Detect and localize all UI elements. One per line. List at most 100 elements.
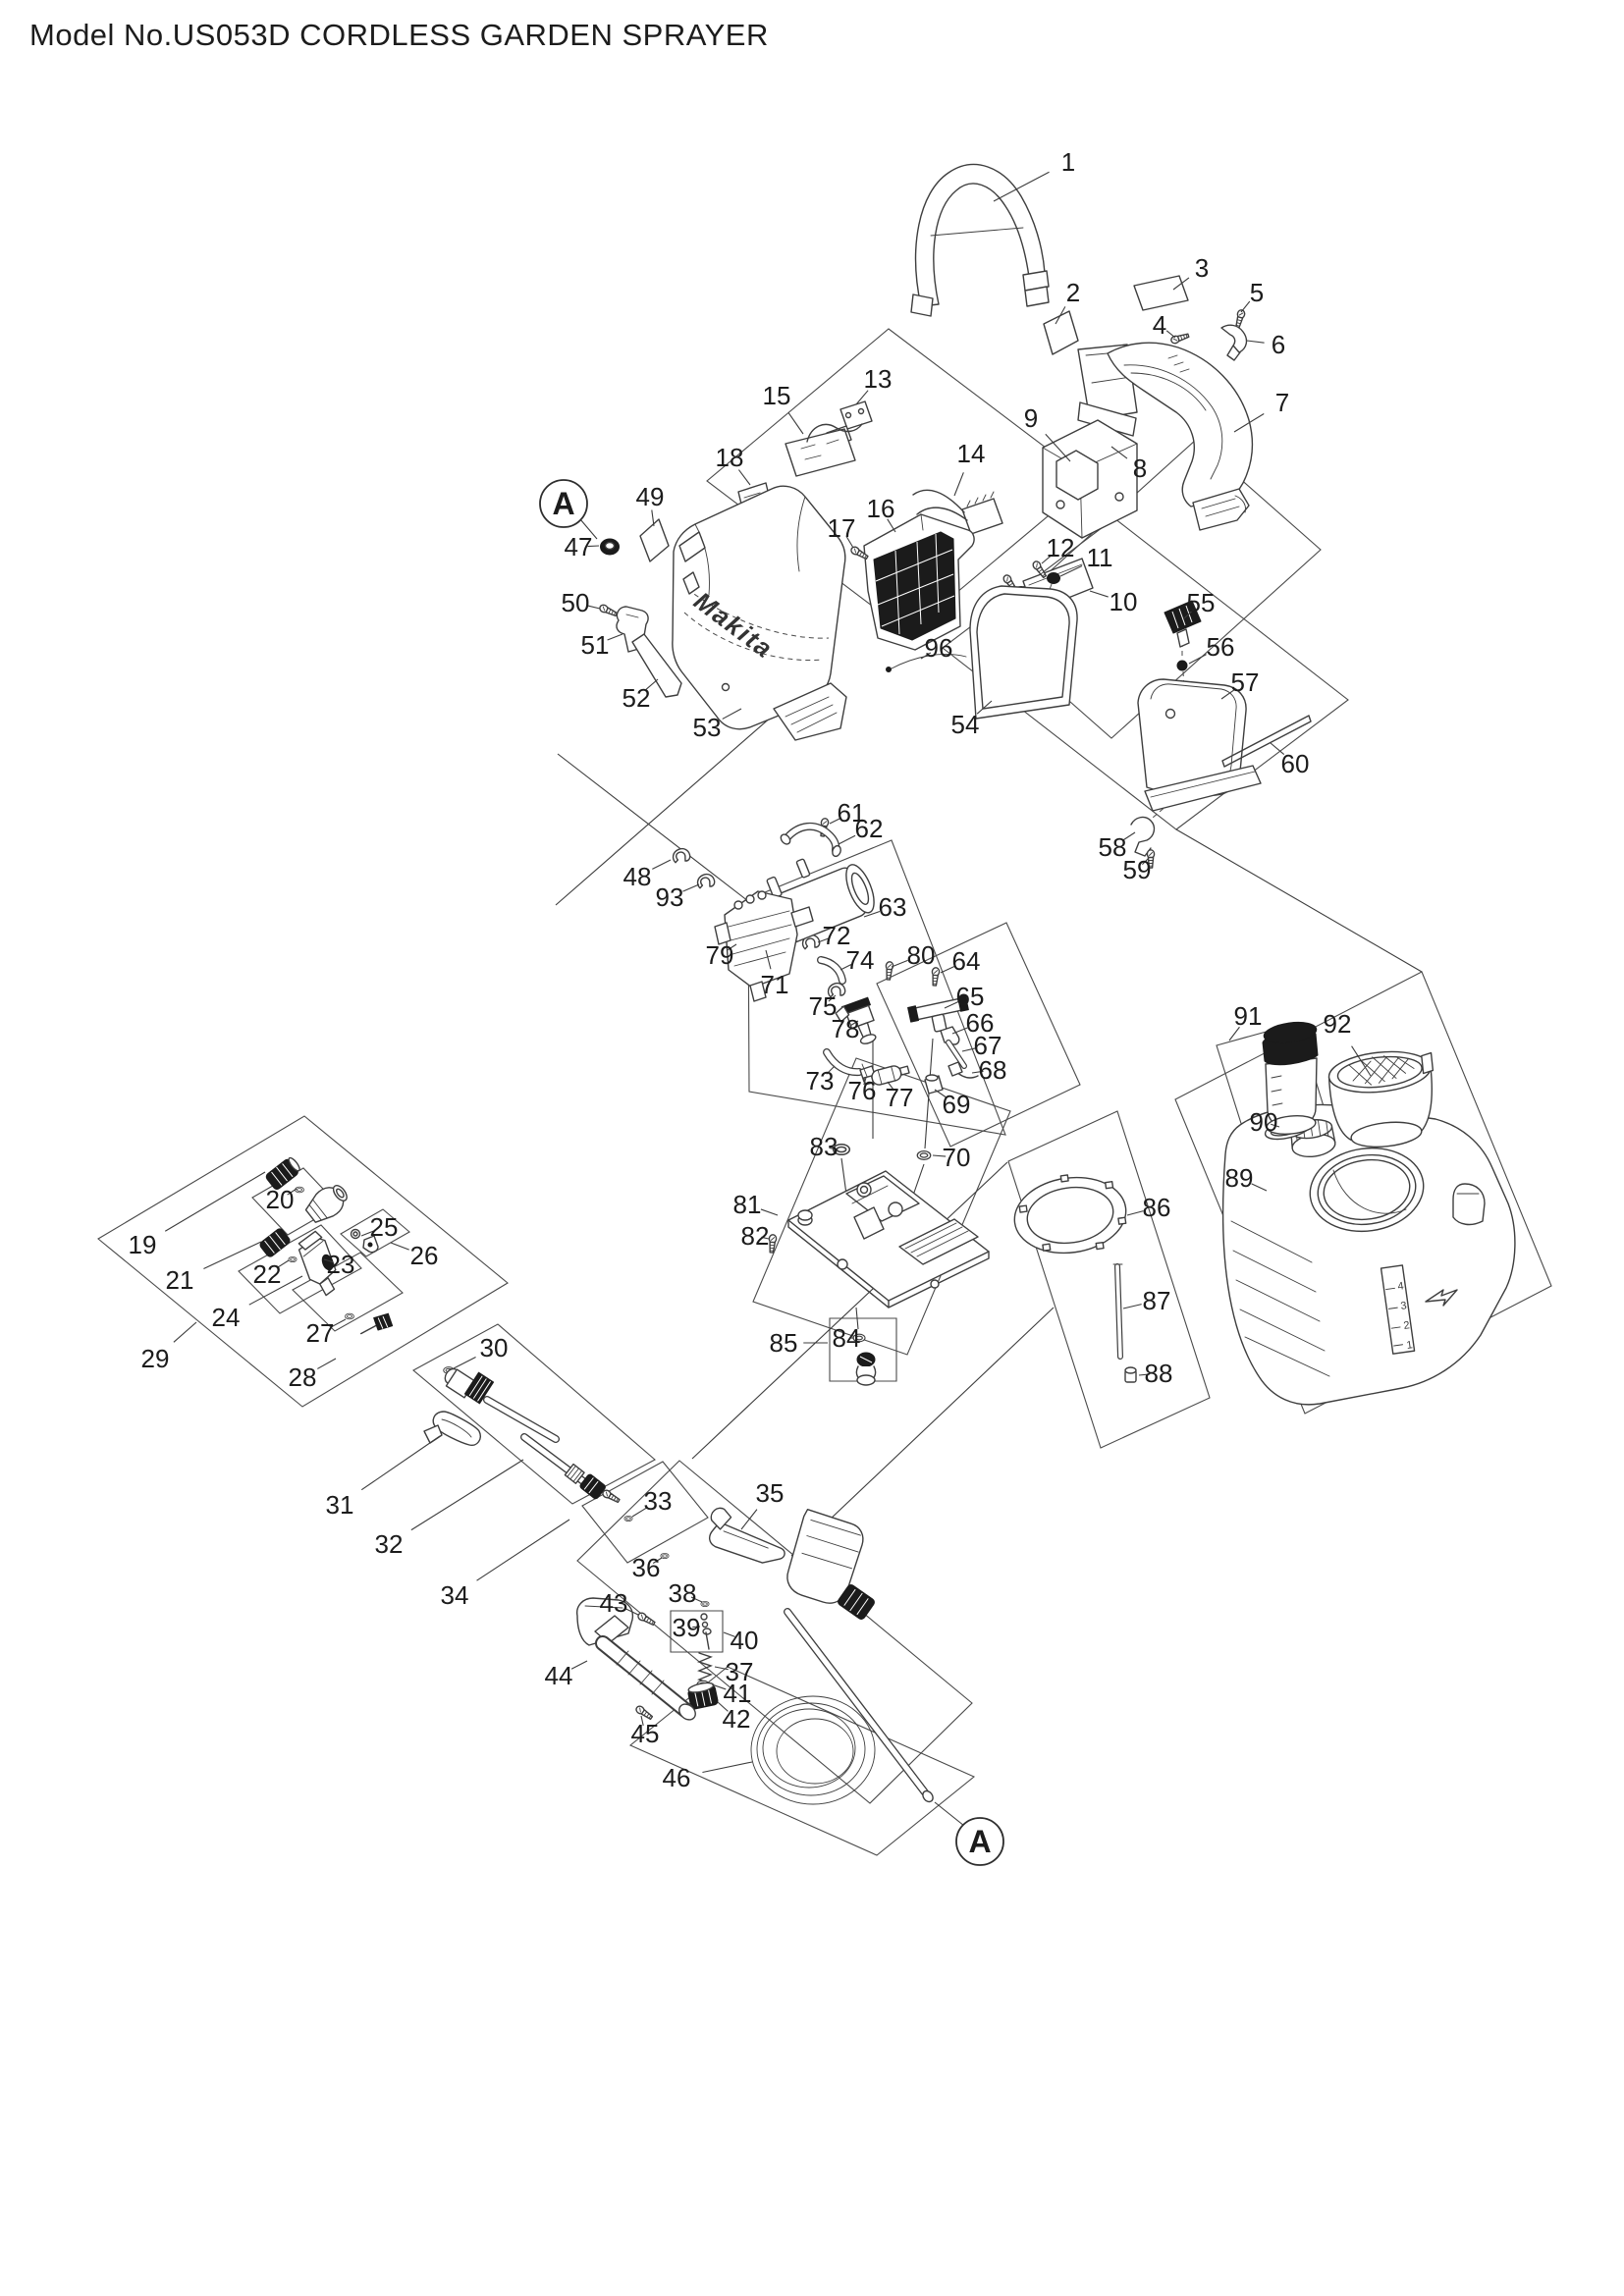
leader-16 [887,518,896,533]
rear-housing-7 [1077,342,1254,531]
coupling-30 [444,1367,495,1405]
part-label-25: 25 [370,1212,399,1242]
group-box-nozzle-tip-b [238,1224,362,1314]
part-label-53: 53 [693,713,722,742]
part-label-83: 83 [810,1132,839,1161]
needle-39 [700,1613,712,1650]
part-label-85: 85 [770,1328,798,1358]
leader-50 [586,605,601,610]
shoulder-strap [910,163,1050,317]
leader-59 [1142,857,1150,865]
part-label-47: 47 [565,532,593,561]
group-box-base-plate-set [752,1057,1011,1356]
part-label-74: 74 [846,945,875,975]
nozzle-cap-22 [259,1228,291,1257]
leader-71 [765,949,772,970]
leader-92 [1351,1045,1372,1077]
leader-29 [173,1321,197,1343]
leader-12 [1041,554,1053,564]
section-marker-leader-1 [934,1801,965,1827]
leader-42 [717,1701,729,1712]
group-box-fitting-set [876,922,1081,1148]
part-label-9: 9 [1024,403,1038,433]
part-label-36: 36 [632,1553,661,1582]
ball-56 [1176,660,1188,671]
screw-64 [930,966,941,987]
button-55 [1164,600,1202,648]
part-label-3: 3 [1195,253,1209,283]
leader-6 [1246,340,1265,344]
group-box-bolt-set-33 [581,1461,709,1564]
part-label-17: 17 [828,513,856,543]
part-label-13: 13 [864,364,893,394]
leader-69 [934,1089,947,1098]
leader-56 [1188,654,1207,665]
leader-13 [855,390,869,405]
part-label-28: 28 [289,1362,317,1392]
screw-4 [1169,331,1191,346]
part-label-67: 67 [974,1031,1002,1060]
group-box-trigger-valve-set [576,1460,973,1804]
joint-66 [940,1026,960,1045]
leader-86 [1126,1210,1144,1216]
section-marker-leader-0 [579,518,598,540]
leader-67 [961,1047,977,1052]
leader-19 [164,1171,266,1232]
grip-44 [576,1597,696,1721]
part-label-30: 30 [480,1333,509,1362]
leader-21 [203,1241,262,1270]
part-label-61: 61 [838,798,866,828]
leader-75 [828,994,837,1002]
tank-scale-mark-1: 3 [1400,1300,1408,1312]
oring-20 [295,1186,304,1194]
part-label-70: 70 [943,1143,971,1172]
strainer-92 [1327,1050,1435,1148]
grommet-47 [600,538,620,556]
leader-36 [652,1557,663,1564]
window-54 [969,585,1078,720]
oring-70 [916,1150,932,1160]
leader-34 [476,1519,570,1581]
tube-96 [886,654,967,672]
pin-set-25 [350,1228,379,1254]
part-label-4: 4 [1153,310,1166,340]
hook-6 [1220,324,1248,361]
part-label-11: 11 [1087,543,1113,572]
leader-54 [976,700,993,715]
valve-body-35 [786,1508,875,1620]
part-label-31: 31 [326,1490,354,1520]
leader-20 [287,1188,298,1196]
leader-26 [390,1242,409,1251]
part-label-6: 6 [1272,330,1285,359]
leader-3 [1172,277,1190,291]
part-label-76: 76 [848,1076,877,1105]
part-label-7: 7 [1275,388,1289,417]
part-label-90: 90 [1250,1107,1278,1137]
leader-38 [690,1596,703,1603]
part-label-88: 88 [1145,1359,1173,1388]
assembly-line-2 [1175,828,1423,973]
part-label-38: 38 [669,1578,697,1608]
hose-74 [817,956,846,985]
group-box-pin-set-27 [292,1252,404,1332]
part-label-34: 34 [441,1580,469,1610]
part-label-56: 56 [1207,632,1235,662]
section-marker-circle-1 [955,1817,1004,1866]
tank-scale-mark-0: 4 [1397,1280,1405,1293]
part-label-16: 16 [867,494,895,523]
lever-35 [709,1507,785,1564]
leader-79 [727,943,737,951]
part-label-29: 29 [141,1344,170,1373]
part-label-23: 23 [327,1250,355,1279]
part-label-1: 1 [1061,147,1075,177]
leader-78 [850,1020,859,1026]
leader-81 [760,1208,779,1216]
leader-52 [645,678,659,690]
part-label-69: 69 [943,1090,971,1119]
leader-64 [940,965,955,974]
group-box-nozzle-set [97,1115,509,1408]
leader-40 [723,1631,735,1637]
check-valve-85 [855,1352,877,1386]
part-label-89: 89 [1225,1163,1254,1193]
